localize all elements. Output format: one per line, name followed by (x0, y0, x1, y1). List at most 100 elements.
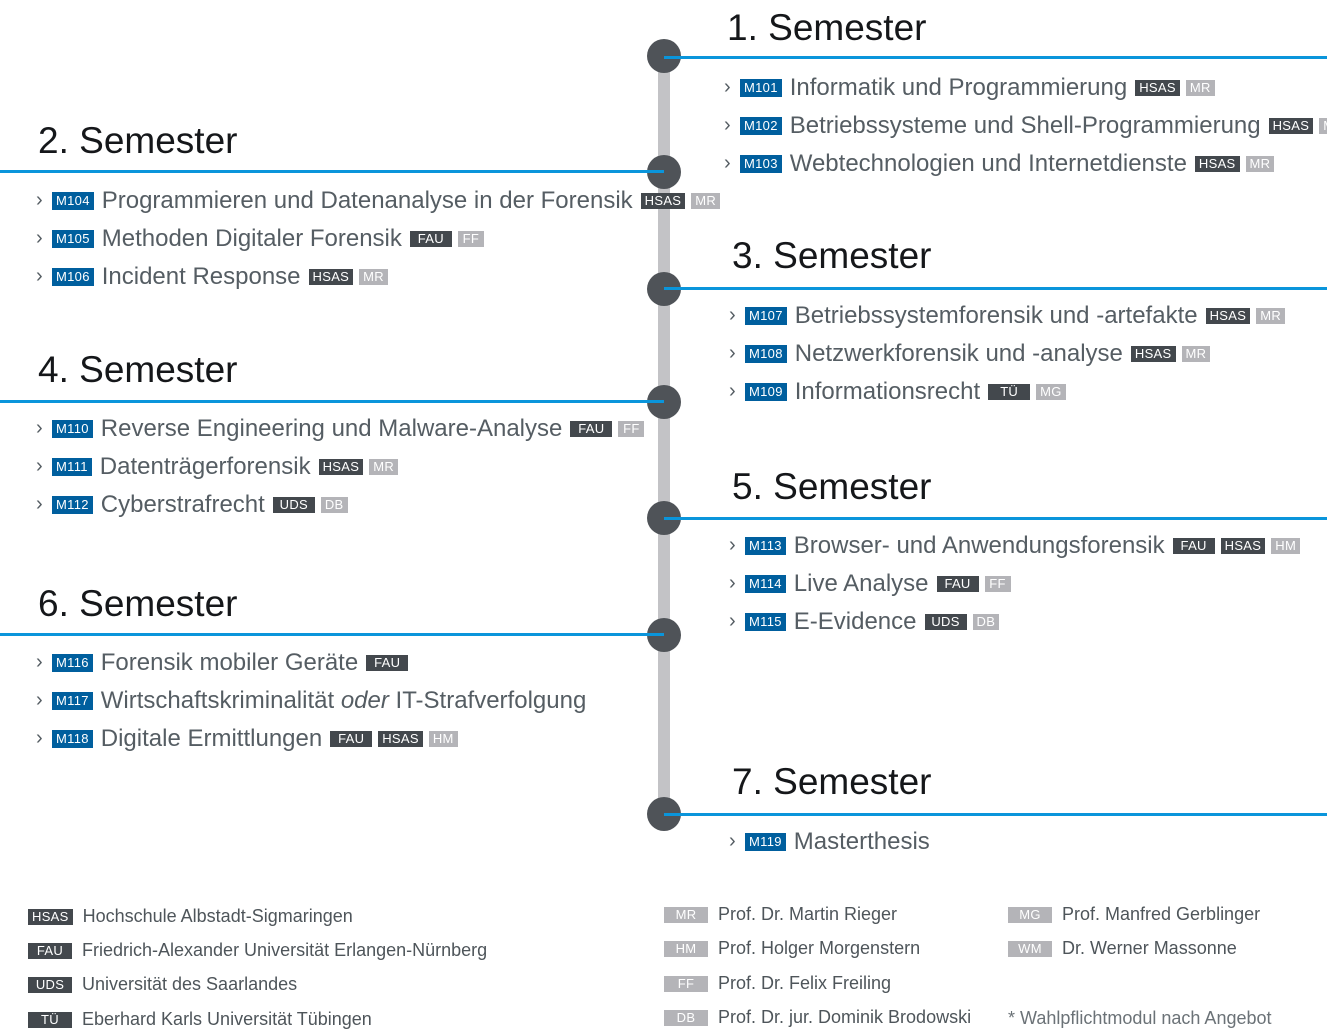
legend-item-ff: FF Prof. Dr. Felix Freiling (664, 973, 891, 994)
legend-abbr: HSAS (28, 908, 73, 925)
legend-abbr: FF (664, 975, 708, 992)
professor-badge: MR (1181, 345, 1211, 362)
legend-abbr: UDS (28, 976, 72, 993)
module-title-conjunction: oder (340, 686, 389, 714)
semester-7-title: 7. Semester (732, 761, 932, 802)
legend-abbr: FAU (28, 942, 72, 959)
legend-item-mg: MG Prof. Manfred Gerblinger (1008, 904, 1260, 925)
module-code: M116 (52, 653, 93, 672)
university-badge: FAU (366, 654, 409, 671)
legend-label: Friedrich-Alexander Universität Erlangen… (82, 940, 488, 960)
chevron-right-icon: › (729, 342, 736, 364)
module-tags: HSAS MR (308, 268, 388, 285)
module-title-part: IT-Strafverfolgung (388, 686, 587, 714)
legend-item-uds: UDS Universität des Saarlandes (28, 974, 297, 995)
module-title: Methoden Digitaler Forensik (101, 224, 402, 252)
chevron-right-icon: › (36, 455, 43, 477)
module-code: M110 (52, 419, 93, 438)
module-tags: HSAS MR (1268, 117, 1327, 134)
legend-abbr: MR (664, 906, 708, 923)
semester-4-title: 4. Semester (38, 349, 238, 390)
university-badge: FAU (330, 730, 373, 747)
chevron-right-icon: › (729, 572, 736, 594)
professor-badge: MR (1256, 307, 1286, 324)
chevron-right-icon: › (729, 304, 736, 326)
professor-badge: FF (618, 420, 645, 437)
module-code: M114 (745, 574, 786, 593)
legend-item-mr: MR Prof. Dr. Martin Rieger (664, 904, 897, 925)
module-code: M105 (52, 229, 94, 248)
semester-1-title: 1. Semester (727, 7, 927, 48)
module-code: M111 (52, 457, 92, 476)
module-title: Betriebssystemforensik und -artefakte (794, 301, 1198, 329)
legend-label: Eberhard Karls Universität Tübingen (82, 1009, 372, 1029)
professor-badge: MR (359, 268, 388, 285)
legend-item-wm: WM Dr. Werner Massonne (1008, 938, 1237, 959)
legend-item-tue: TÜ Eberhard Karls Universität Tübingen (28, 1009, 372, 1030)
university-badge: HSAS (1268, 117, 1314, 134)
module-title: Cyberstrafrecht (100, 490, 265, 518)
university-badge: HSAS (1194, 155, 1240, 172)
university-badge: HSAS (308, 268, 354, 285)
semester-3-rule (664, 287, 1327, 290)
module-title: Netzwerkforensik und -analyse (794, 339, 1123, 367)
chevron-right-icon: › (36, 651, 43, 673)
semester-6-rule (0, 633, 664, 636)
module-code: M115 (745, 612, 786, 631)
legend-note: * Wahlpflichtmodul nach Angebot (1008, 1008, 1272, 1028)
module-code: M106 (52, 267, 94, 286)
module-code: M109 (745, 382, 787, 401)
professor-badge: MR (1185, 79, 1215, 96)
module-title: Browser- und Anwendungsforensik (793, 531, 1165, 559)
legend-label: Dr. Werner Massonne (1062, 938, 1237, 958)
legend-label: Prof. Dr. jur. Dominik Brodowski (718, 1007, 972, 1027)
chevron-right-icon: › (36, 189, 43, 211)
professor-badge: DB (320, 496, 348, 513)
module-code: M118 (52, 729, 93, 748)
module-title: Digitale Ermittlungen (100, 724, 323, 752)
module-title-part: Wirtschaftskriminalität (100, 686, 341, 714)
chevron-right-icon: › (36, 417, 43, 439)
legend-item-db: DB Prof. Dr. jur. Dominik Brodowski (664, 1007, 971, 1028)
semester-2-rule (0, 170, 664, 173)
chevron-right-icon: › (724, 152, 731, 174)
legend-abbr: HM (664, 940, 708, 957)
module-title: Informationsrecht (794, 377, 981, 405)
professor-badge: FF (457, 230, 484, 247)
professor-badge: MR (1319, 117, 1327, 134)
module-title: Forensik mobiler Geräte (100, 648, 359, 676)
legend-item-hm: HM Prof. Holger Morgenstern (664, 938, 920, 959)
chevron-right-icon: › (36, 727, 43, 749)
chevron-right-icon: › (36, 227, 43, 249)
semester-4-rule (0, 400, 664, 403)
module-item[interactable]: › M116 Forensik mobiler Geräte FAU (36, 647, 594, 678)
professor-badge: HM (1271, 537, 1301, 554)
